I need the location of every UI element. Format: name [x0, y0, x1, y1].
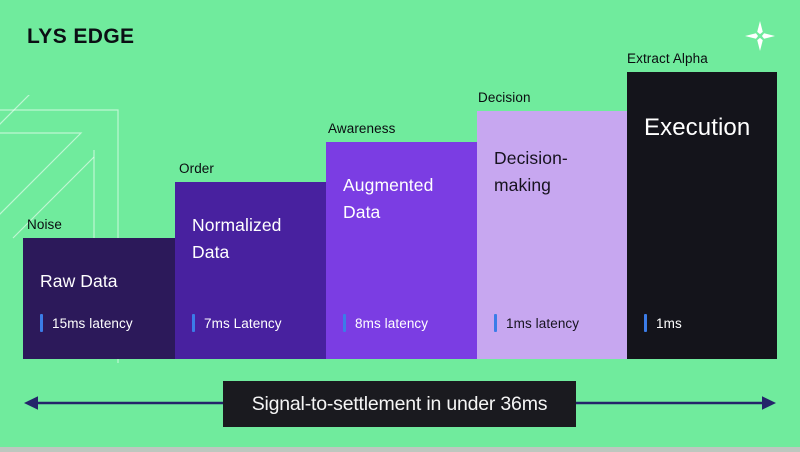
- stage-label-extract-alpha: Extract Alpha: [627, 51, 708, 66]
- latency-row: 15ms latency: [40, 314, 133, 332]
- page-title: LYS EDGE: [27, 25, 135, 48]
- latency-tick-icon: [644, 314, 647, 332]
- stage-label-decision: Decision: [478, 90, 531, 105]
- summary-banner-text: Signal-to-settlement in under 36ms: [251, 392, 548, 415]
- stage-label-order: Order: [179, 161, 215, 176]
- latency-row: 1ms latency: [494, 314, 579, 332]
- stage-label-noise: Noise: [27, 217, 63, 232]
- bar-title: Raw Data: [40, 271, 118, 291]
- stage-bar-raw-data: Raw Data 15ms latency: [23, 238, 175, 359]
- latency-value: 1ms latency: [506, 315, 580, 331]
- bar-title: Normalized Data: [192, 215, 282, 262]
- bar-title: Augmented Data: [343, 175, 434, 222]
- stage-bar-decision-making: Decision-making 1ms latency: [477, 111, 627, 359]
- latency-tick-icon: [494, 314, 497, 332]
- latency-value: 7ms Latency: [204, 315, 282, 331]
- stage-bar-augmented-data: Augmented Data 8ms latency: [326, 142, 477, 359]
- stage-bar-execution: Execution 1ms: [627, 72, 777, 359]
- bar-title: Decision-making: [494, 148, 568, 195]
- latency-value: 15ms latency: [52, 315, 133, 331]
- bar-title: Execution: [644, 114, 751, 141]
- latency-tick-icon: [343, 314, 346, 332]
- stage-label-awareness: Awareness: [328, 121, 396, 136]
- latency-tick-icon: [192, 314, 195, 332]
- latency-row: 1ms: [644, 314, 682, 332]
- latency-value: 1ms: [656, 315, 682, 331]
- latency-tick-icon: [40, 314, 43, 332]
- latency-row: 8ms latency: [343, 314, 428, 332]
- summary-banner: Signal-to-settlement in under 36ms: [223, 381, 576, 427]
- latency-row: 7ms Latency: [192, 314, 282, 332]
- sparkle-icon: [745, 21, 775, 51]
- stage-bar-normalized-data: Normalized Data 7ms Latency: [175, 182, 326, 359]
- bottom-edge-strip: [0, 447, 800, 452]
- latency-value: 8ms latency: [355, 315, 429, 331]
